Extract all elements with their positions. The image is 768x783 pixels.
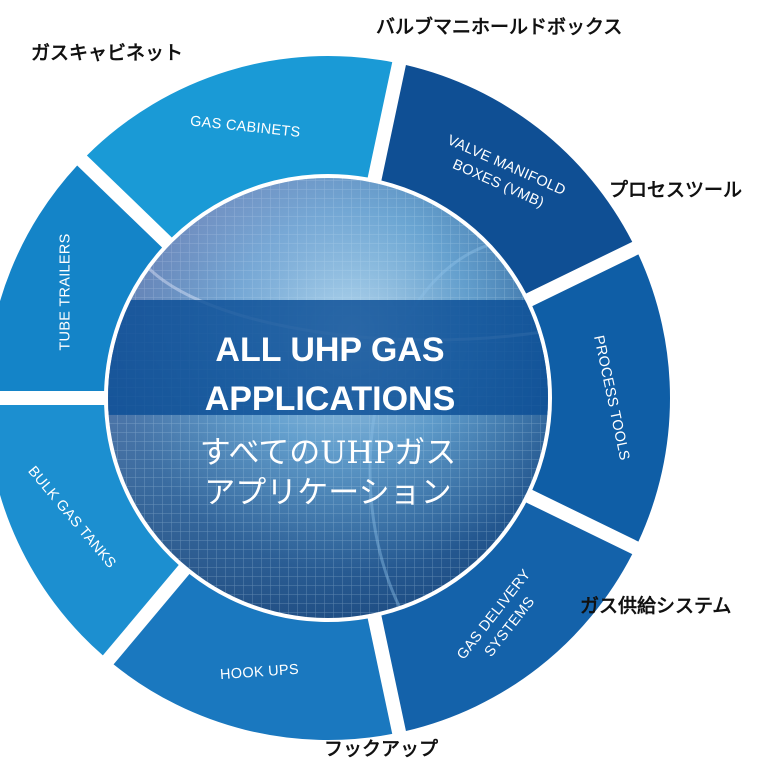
segment-tube-trailers [0,165,163,392]
segment-tube-trailers-label-line1: TUBE TRAILERS [57,233,73,350]
segment-bulk-gas-tanks [0,404,179,656]
jp-label-gas-cabinets: ガスキャビネット [31,42,184,64]
segment-hook-ups-label-line1: HOOK UPS [220,662,300,683]
segment-gas-cabinets [86,56,393,238]
segment-valve-manifold-boxes [381,64,633,294]
center-title: ALL UHP GAS APPLICATIONS すべてのUHPガス アプリケー… [200,331,457,511]
jp-label-process-tools: プロセスツール [609,179,743,201]
center-title-en-line1: ALL UHP GAS [215,331,444,369]
center-title-jp-line2: アプリケーション [204,475,451,511]
jp-label-vmb: バルブマニホールドボックス [376,16,623,38]
center-title-band [108,300,548,415]
segment-gas-delivery-systems [381,502,633,732]
segment-hook-ups [113,574,393,741]
center-title-en-line2: APPLICATIONS [205,380,456,418]
jp-label-hook-ups: フックアップ [324,738,439,760]
center-wafer-image [108,178,548,618]
segment-process-tools [532,254,670,542]
center-title-jp-line1: すべてのUHPガス [200,435,457,471]
jp-label-gas-delivery: ガス供給システム [580,595,732,617]
